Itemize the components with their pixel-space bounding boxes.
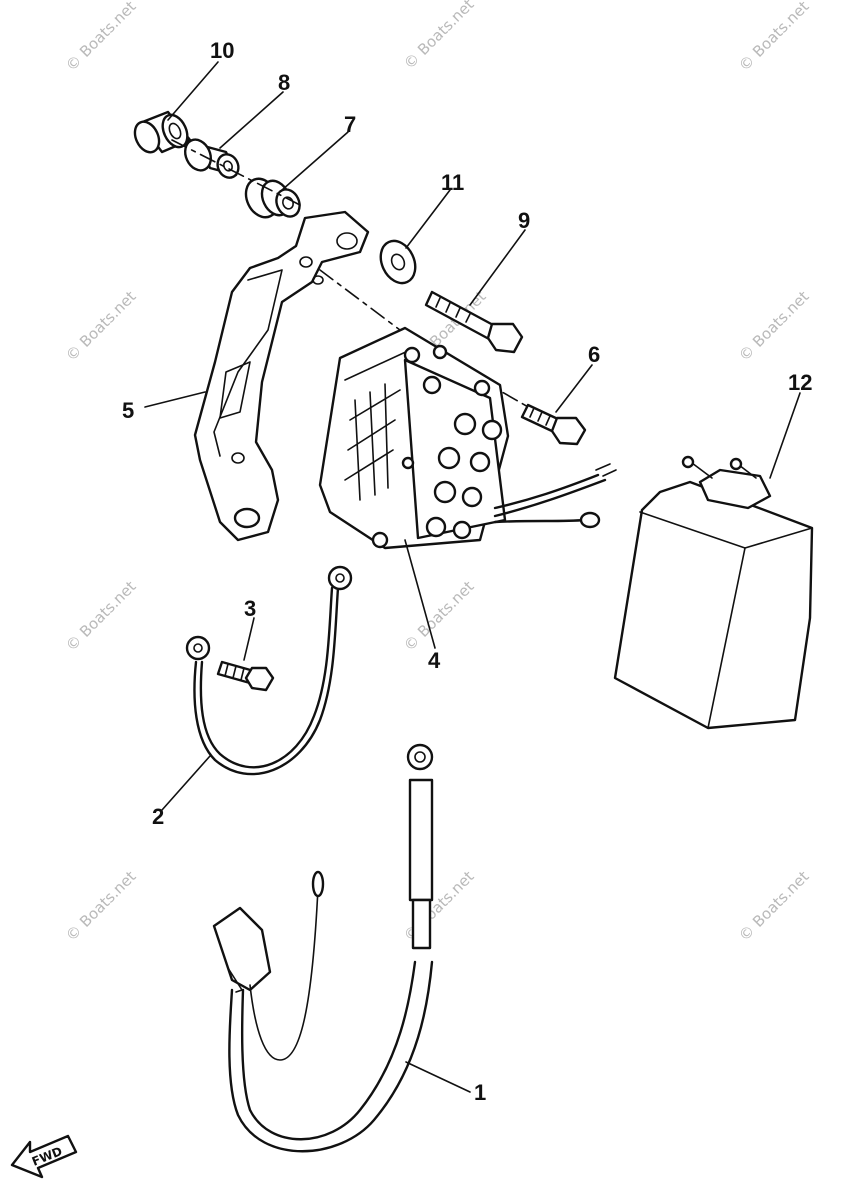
callouts: 10 8 7 11 9 6 12 5 4 3 2 1: [122, 38, 812, 1105]
watermark: © Boats.net: [62, 867, 140, 945]
callout-4: 4: [428, 648, 441, 673]
watermark: © Boats.net: [735, 867, 813, 945]
part-4-rectifier-regulator: [318, 326, 617, 550]
part-2-lead-wire: [185, 565, 353, 776]
part-10-collar: [133, 110, 192, 154]
watermark: © Boats.net: [62, 0, 140, 75]
watermark: © Boats.net: [62, 577, 140, 655]
part-6-bolt: [520, 403, 587, 446]
callout-1: 1: [474, 1080, 486, 1105]
callout-12: 12: [788, 370, 812, 395]
callout-10: 10: [210, 38, 234, 63]
part-3-bolt: [216, 660, 275, 692]
watermark: © Boats.net: [735, 287, 813, 365]
part-7-grommet: [244, 177, 301, 219]
callout-9: 9: [518, 208, 530, 233]
watermark: © Boats.net: [400, 0, 478, 73]
callout-6: 6: [588, 342, 600, 367]
part-5-bracket: [193, 210, 370, 542]
part-1-cable: [212, 743, 434, 1153]
callout-11: 11: [441, 170, 464, 195]
part-9-bolt: [424, 290, 524, 354]
part-12-box: [613, 455, 814, 730]
fwd-arrow-icon: FWD: [10, 1134, 78, 1179]
callout-7: 7: [344, 112, 356, 137]
part-11-washer: [379, 239, 417, 285]
watermark: © Boats.net: [400, 577, 478, 655]
callout-2: 2: [152, 804, 164, 829]
callout-8: 8: [278, 70, 290, 95]
leader-lines: [144, 61, 801, 1093]
part-8-bushing: [183, 138, 240, 179]
watermark: © Boats.net: [62, 287, 140, 365]
watermark: © Boats.net: [735, 0, 813, 75]
callout-3: 3: [244, 596, 256, 621]
callout-5: 5: [122, 398, 134, 423]
